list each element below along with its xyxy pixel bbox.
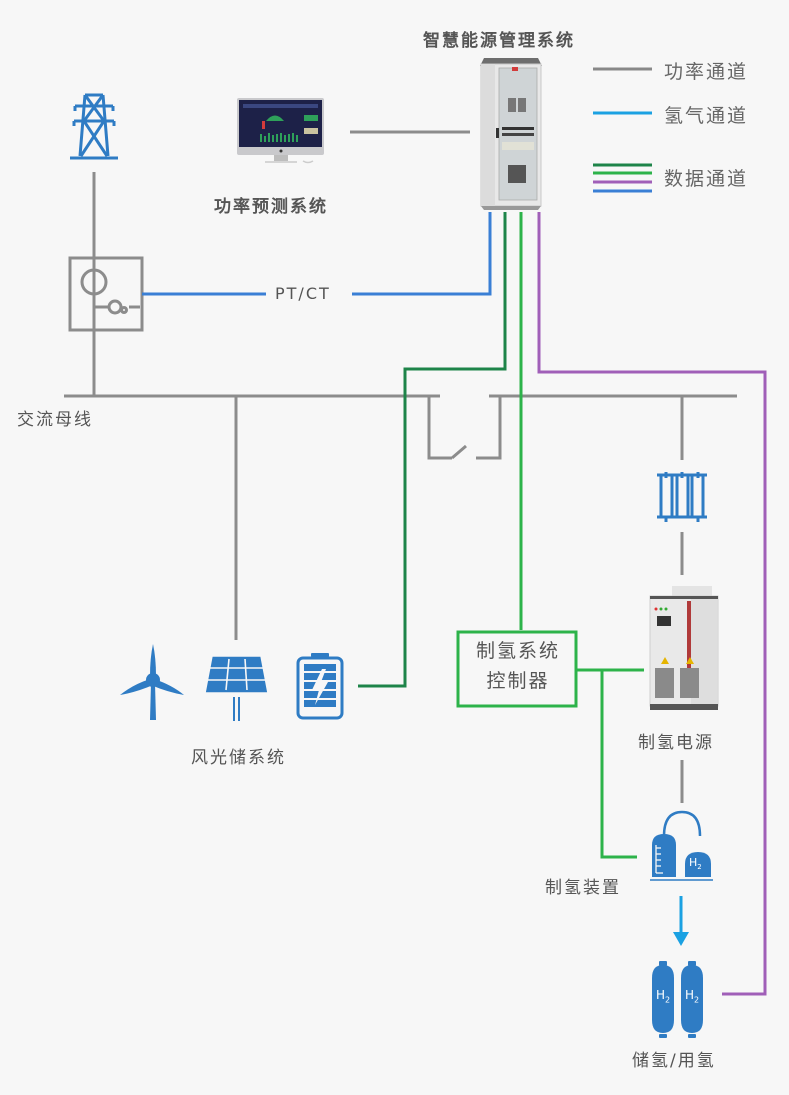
power-tower-icon: [70, 93, 118, 160]
h2-electrolyzer-icon: [650, 810, 713, 881]
h2-power-supply-label: 制氢电源: [638, 733, 714, 753]
h2-storage-tanks-icon: [652, 961, 703, 1038]
legend-label-hydrogen: 氢气通道: [664, 105, 749, 127]
energy-management-cabinet-icon: [480, 58, 542, 210]
wind-turbine-icon: [120, 644, 184, 720]
data-line-pt-ct: [142, 212, 492, 296]
pt-ct-transformer-box: [68, 256, 144, 332]
legend-data-lines: [593, 163, 652, 193]
h2-tank-symbol-right: H2: [685, 988, 700, 1005]
pt-ct-label: PT/CT: [275, 284, 331, 303]
solar-panel-icon: [204, 655, 269, 721]
h2-storage-label: 储氢/用氢: [632, 1051, 716, 1071]
h2-controller-label-line2: 控制器: [486, 670, 550, 692]
h2-controller-label: 制氢系统 控制器: [460, 636, 576, 696]
renewables-label: 风光储系统: [191, 748, 286, 768]
h2-device-symbol: H2: [689, 856, 702, 872]
diagram-title: 智慧能源管理系统: [423, 31, 575, 51]
h2-tank-symbol-left: H2: [656, 988, 671, 1005]
h2-controller-label-line1: 制氢系统: [475, 640, 560, 662]
power-lines: [64, 130, 737, 803]
battery-icon: [296, 653, 344, 720]
legend-label-data: 数据通道: [664, 168, 749, 190]
data-line-controller-branches: [576, 668, 644, 859]
ac-bus-label: 交流母线: [17, 410, 93, 430]
h2-power-supply-cabinet-icon: [649, 586, 719, 710]
legend-label-power: 功率通道: [664, 61, 749, 83]
hydrogen-flow-arrow: [673, 896, 689, 946]
power-forecast-label: 功率预测系统: [214, 197, 328, 217]
data-line-h2-storage: [537, 212, 767, 996]
data-line-storage: [358, 212, 507, 688]
h2-device-label: 制氢装置: [545, 878, 621, 898]
monitor-icon: [237, 98, 324, 164]
transformer-icon: [657, 472, 707, 522]
